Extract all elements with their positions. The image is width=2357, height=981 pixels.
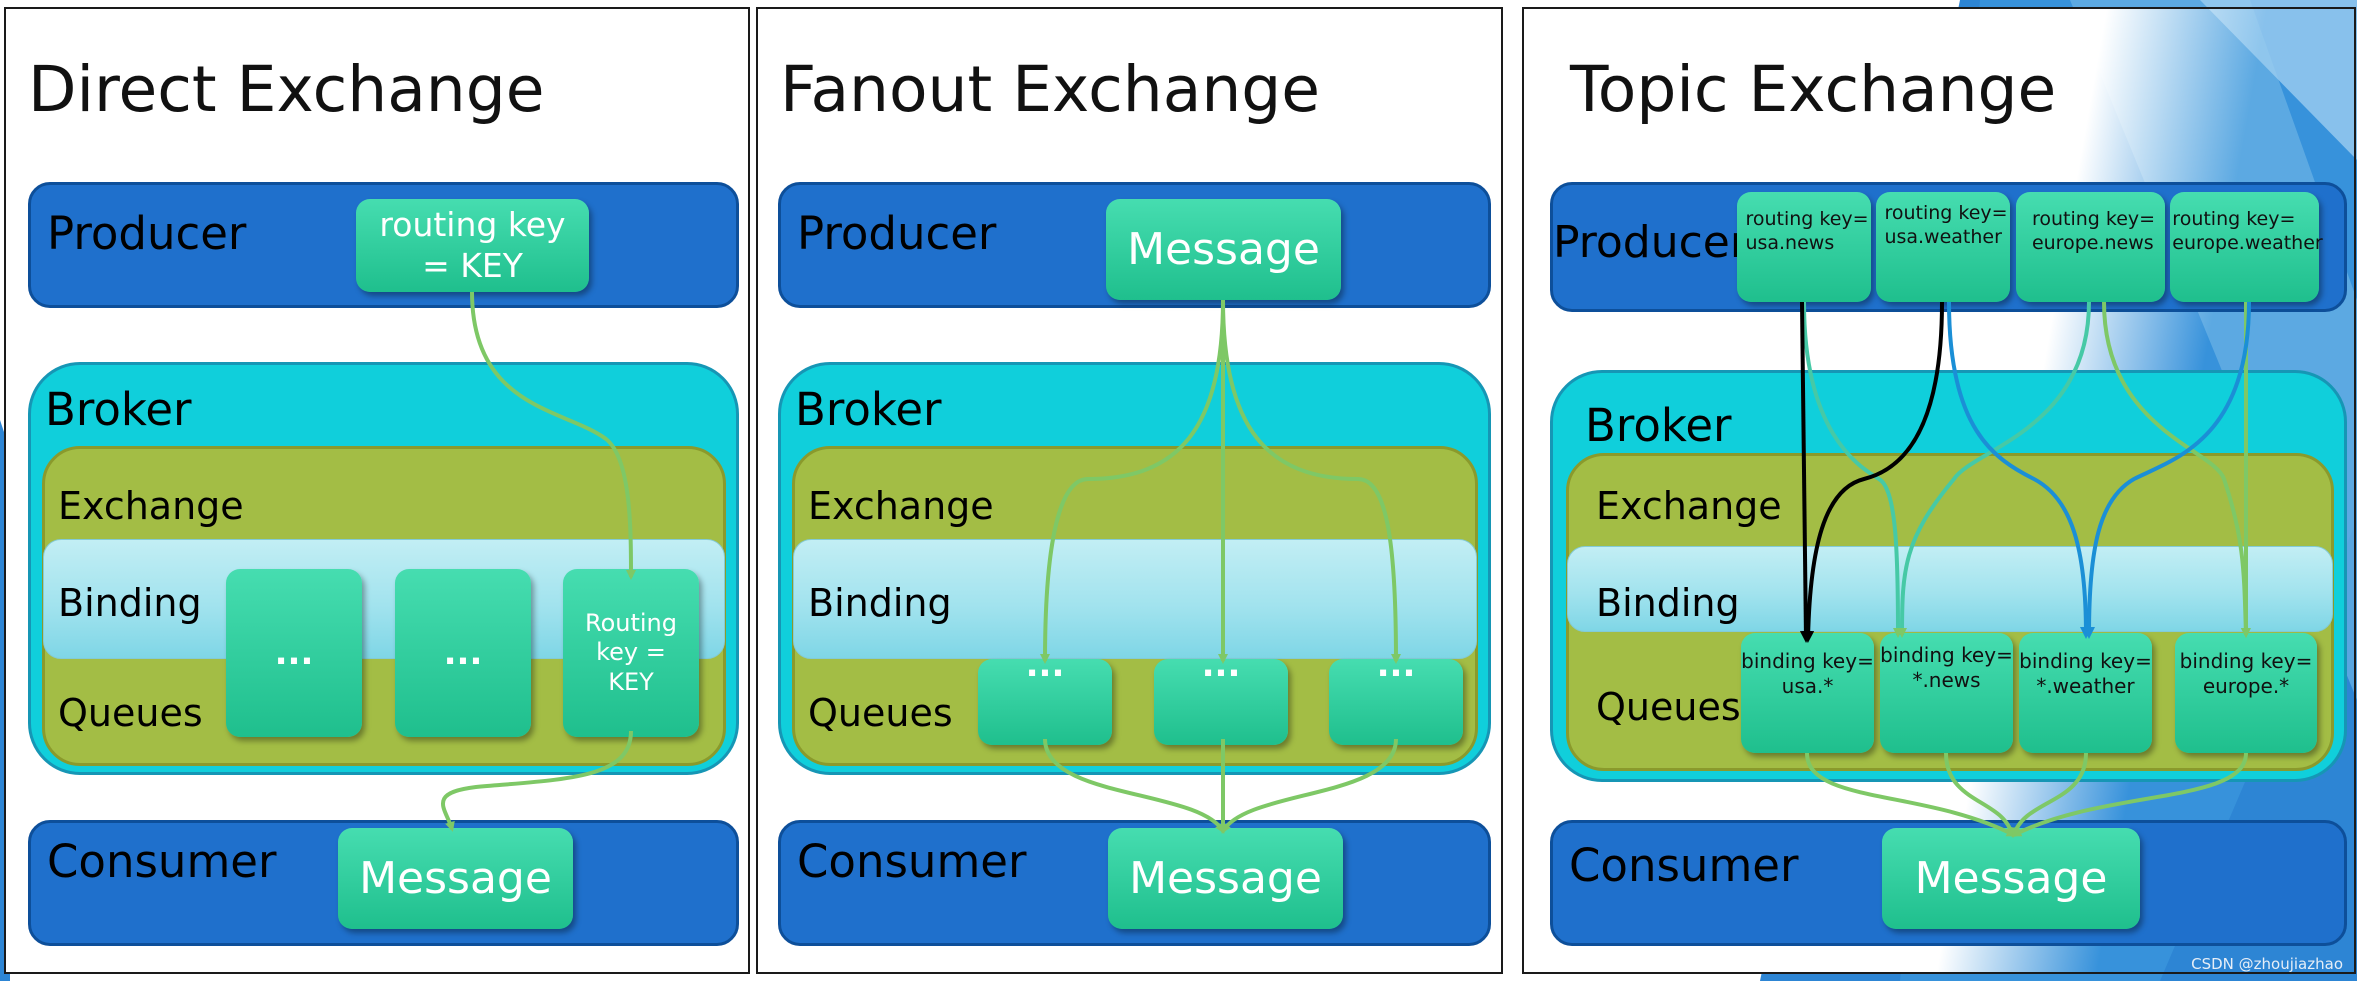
direct-broker-label: Broker xyxy=(45,383,192,436)
topic-routing-key-3: routing key= europe.news xyxy=(2016,192,2165,302)
direct-exchange-label: Exchange xyxy=(58,484,244,528)
topic-queues-label: Queues xyxy=(1596,685,1741,729)
direct-queue-2-text: ... xyxy=(443,633,483,673)
topic-queue-3: binding key= *.weather xyxy=(2019,633,2152,753)
direct-queue-3: Routing key = KEY xyxy=(563,569,699,737)
direct-exchange-panel: Direct Exchange Producer routing key = K… xyxy=(4,7,750,974)
fanout-queue-3-text: ... xyxy=(1376,645,1416,685)
topic-routing-key-2: routing key= usa.weather xyxy=(1876,192,2010,302)
topic-routing-key-1: routing key= usa.news xyxy=(1737,192,1871,302)
topic-message-box: Message xyxy=(1882,828,2140,929)
fanout-queue-2: ... xyxy=(1154,645,1288,745)
direct-producer-label: Producer xyxy=(47,207,247,260)
fanout-broker-label: Broker xyxy=(795,383,942,436)
direct-queues-label: Queues xyxy=(58,691,203,735)
topic-queue-1-text: binding key= usa.* xyxy=(1741,649,1874,698)
topic-routing-key-3-text: routing key= europe.news xyxy=(2031,208,2156,254)
direct-queue-1: ... xyxy=(226,569,362,737)
topic-queue-3-text: binding key= *.weather xyxy=(2019,649,2152,698)
fanout-title: Fanout Exchange xyxy=(780,53,1321,126)
fanout-queues-label: Queues xyxy=(808,691,953,735)
fanout-message-box: Message xyxy=(1108,828,1343,929)
fanout-consumer-label: Consumer xyxy=(797,835,1027,888)
fanout-exchange-label: Exchange xyxy=(808,484,994,528)
topic-broker-label: Broker xyxy=(1585,399,1732,452)
topic-queue-2: binding key= *.news xyxy=(1880,633,2013,753)
direct-routing-key-box: routing key = KEY xyxy=(356,199,589,292)
fanout-queue-3: ... xyxy=(1329,645,1463,745)
direct-routing-key-text: routing key = KEY xyxy=(379,205,566,285)
direct-queue-2: ... xyxy=(395,569,531,737)
fanout-queue-1: ... xyxy=(978,645,1112,745)
topic-queue-4-text: binding key= europe.* xyxy=(2179,649,2313,698)
direct-binding-label: Binding xyxy=(58,581,202,625)
fanout-exchange-panel: Fanout Exchange Producer Message Broker … xyxy=(756,7,1503,974)
direct-message-box: Message xyxy=(338,828,573,929)
topic-producer-label: Producer xyxy=(1553,217,1748,268)
direct-queue-3-text: Routing key = KEY xyxy=(584,609,677,696)
topic-title: Topic Exchange xyxy=(1570,53,2057,126)
topic-consumer-label: Consumer xyxy=(1569,839,1799,892)
topic-routing-key-4: routing key= europe.weather xyxy=(2170,192,2323,302)
direct-title: Direct Exchange xyxy=(28,53,545,126)
fanout-producer-message-box: Message xyxy=(1106,199,1341,300)
fanout-message-text: Message xyxy=(1129,853,1322,904)
topic-message-text: Message xyxy=(1914,853,2108,904)
watermark: CSDN @zhoujiazhao xyxy=(2191,955,2343,973)
fanout-producer-message-text: Message xyxy=(1127,224,1320,275)
direct-consumer-label: Consumer xyxy=(47,835,277,888)
fanout-queue-2-text: ... xyxy=(1201,645,1241,685)
fanout-producer-label: Producer xyxy=(797,207,997,260)
topic-exchange-label: Exchange xyxy=(1596,484,1782,528)
topic-routing-key-1-text: routing key= usa.news xyxy=(1745,208,1869,254)
direct-message-text: Message xyxy=(359,853,552,904)
topic-queue-2-text: binding key= *.news xyxy=(1880,643,2013,692)
topic-routing-key-4-text: routing key= europe.weather xyxy=(2172,208,2323,254)
topic-queue-1: binding key= usa.* xyxy=(1741,633,1874,753)
topic-routing-key-2-text: routing key= usa.weather xyxy=(1884,202,2008,248)
fanout-binding-label: Binding xyxy=(808,581,952,625)
topic-binding-label: Binding xyxy=(1596,581,1740,625)
topic-exchange-panel: Topic Exchange Producer routing key= usa… xyxy=(1522,7,2356,974)
topic-queue-4: binding key= europe.* xyxy=(2175,633,2317,753)
fanout-queue-1-text: ... xyxy=(1025,645,1065,685)
direct-queue-1-text: ... xyxy=(274,633,314,673)
